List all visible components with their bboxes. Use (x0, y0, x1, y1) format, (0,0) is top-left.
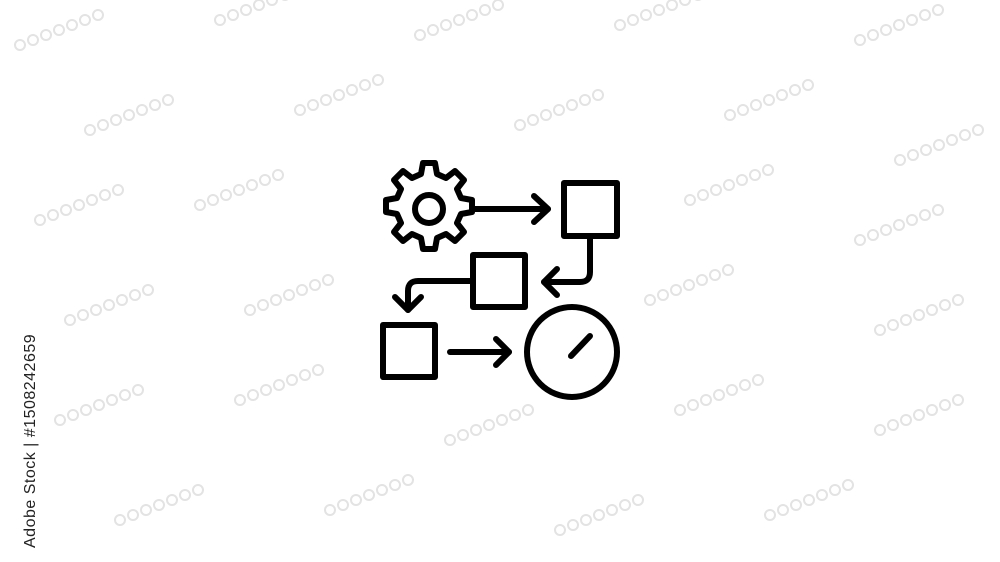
gear-icon (383, 160, 475, 252)
box-icon (380, 322, 438, 380)
arrow-down-left-icon (392, 278, 476, 313)
arrow-right-icon (447, 336, 512, 368)
box-icon (561, 180, 620, 239)
stock-credit-label: Adobe Stock | #1508242659 (22, 333, 39, 548)
gauge-icon (524, 304, 620, 400)
arrow-right-icon (469, 193, 551, 225)
arrow-down-left-icon (541, 233, 593, 298)
box-icon (470, 252, 528, 310)
